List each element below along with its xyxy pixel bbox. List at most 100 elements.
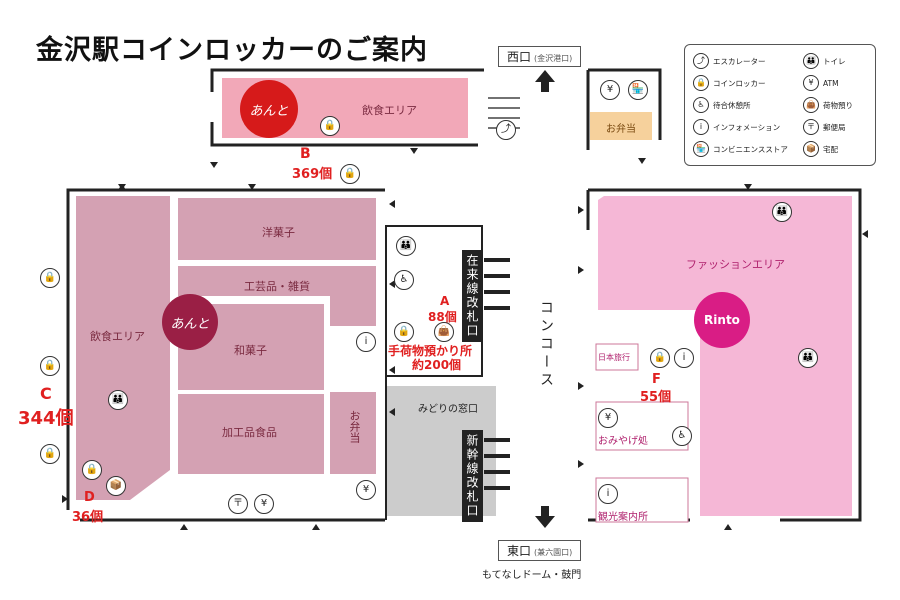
info-icon: i (674, 348, 694, 368)
obento-right-label: お弁当 (606, 124, 636, 135)
legend-label: 郵便局 (823, 122, 846, 132)
shinkansen-turnstiles (484, 438, 510, 490)
east-gate-text: 東口 (507, 544, 532, 558)
wagashi-label: 和菓子 (234, 344, 267, 357)
waiting-room-icon: ♿ (394, 270, 414, 290)
locker-c-letter: C (40, 384, 52, 403)
legend-item: 🏪 コンビニエンスストア (693, 141, 788, 157)
waiting-room-icon: ♿ (672, 426, 692, 446)
kakou-zone (178, 394, 324, 474)
locker-a-letter: A (440, 294, 450, 308)
legend-item: ⤴ エスカレーター (693, 53, 766, 69)
right-top-wall (588, 68, 662, 140)
info-icon: i (693, 119, 709, 135)
nihon-ryoko-label: 日本旅行 (598, 353, 630, 362)
main-arrows (535, 70, 555, 528)
east-below-label: もてなしドーム・鼓門 (482, 570, 582, 581)
right-wing-wall (588, 188, 862, 522)
toilet-icon: 👪 (798, 348, 818, 368)
post-office-icon: 〒 (803, 119, 819, 135)
coin-locker-icon: 🔒 (320, 116, 340, 136)
direction-arrows (62, 148, 868, 530)
toilet-icon: 👪 (396, 236, 416, 256)
escalator-icon: ⤴ (496, 120, 516, 140)
legend-label: トイレ (823, 56, 846, 66)
atm-icon: ¥ (598, 408, 618, 428)
rinto-logo: Rinto (694, 292, 750, 348)
coin-locker-icon: 🔒 (693, 75, 709, 91)
locker-a-count: 88個 (428, 310, 457, 324)
legend-item: ¥ ATM (803, 75, 839, 91)
left-wing-wall (66, 188, 212, 490)
locker-d-letter: D (84, 490, 95, 505)
east-gate-label: 東口(兼六園口) (498, 540, 582, 561)
coin-locker-icon: 🔒 (40, 444, 60, 464)
toilet-icon: 👪 (108, 390, 128, 410)
legend-item: ♿ 待合休憩所 (693, 97, 751, 113)
locker-a-extra2: 約200個 (412, 358, 462, 372)
legend-item: 🔒 コインロッカー (693, 75, 766, 91)
legend-label: エスカレーター (713, 56, 766, 66)
locker-b-letter: B (300, 146, 311, 162)
yougashi-zone (178, 198, 376, 260)
coin-locker-icon: 🔒 (40, 268, 60, 288)
toilet-icon: 👪 (803, 53, 819, 69)
zairai-gate-label: 在来線改札口 (462, 250, 483, 342)
legend-item: 📦 宅配 (803, 141, 838, 157)
info-icon: i (598, 484, 618, 504)
locker-d-count: 36個 (72, 510, 104, 525)
coin-locker-icon: 🔒 (340, 164, 360, 184)
atm-icon: ¥ (356, 480, 376, 500)
legend-item: i インフォメーション (693, 119, 780, 135)
kanko-label: 観光案内所 (598, 512, 648, 523)
west-gate-label: 西口(金沢港口) (498, 46, 582, 67)
kogei-label: 工芸品・雑貨 (244, 280, 310, 293)
legend-label: 宅配 (823, 144, 838, 154)
waiting-room-icon: ♿ (693, 97, 709, 113)
baggage-icon: 👜 (803, 97, 819, 113)
concourse-label: コンコース (538, 300, 554, 390)
east-gate-sub: (兼六園口) (534, 548, 573, 557)
locker-f-letter: F (652, 372, 661, 387)
coin-locker-icon: 🔒 (82, 460, 102, 480)
convenience-store-icon: 🏪 (693, 141, 709, 157)
map-legend: ⤴ エスカレーター 👪 トイレ 🔒 コインロッカー ¥ ATM ♿ 待合休憩所 … (684, 44, 876, 166)
info-icon: i (356, 332, 376, 352)
coin-locker-icon: 🔒 (650, 348, 670, 368)
west-gate-text: 西口 (507, 50, 532, 64)
left-anto-logo: あんと (162, 294, 218, 350)
kogei-zone (178, 266, 376, 326)
coin-locker-icon: 🔒 (40, 356, 60, 376)
atm-icon: ¥ (803, 75, 819, 91)
obento-left-label: お弁当 (348, 410, 361, 443)
toilet-icon: 👪 (772, 202, 792, 222)
legend-label: 荷物預り (823, 100, 853, 110)
legend-item: 👪 トイレ (803, 53, 846, 69)
locker-a-extra1: 手荷物預かり所 (388, 344, 473, 358)
omiyage-label: おみやげ処 (598, 436, 648, 447)
legend-label: 待合休憩所 (713, 100, 751, 110)
locker-c-count: 344個 (18, 408, 74, 429)
zairai-turnstiles (484, 258, 510, 310)
legend-label: コンビニエンスストア (713, 144, 788, 154)
obento-left-zone (330, 392, 376, 474)
left-dining-zone (76, 196, 170, 500)
top-anto-logo: あんと (240, 80, 298, 138)
midori-label: みどりの窓口 (418, 404, 478, 415)
legend-item: 〒 郵便局 (803, 119, 846, 135)
legend-label: コインロッカー (713, 78, 766, 88)
delivery-icon: 📦 (803, 141, 819, 157)
fashion-label: ファッションエリア (686, 258, 785, 271)
left-dining-label: 飲食エリア (90, 330, 145, 343)
yougashi-label: 洋菓子 (262, 226, 295, 239)
locker-b-count: 369個 (292, 167, 333, 182)
shinkansen-gate-label: 新幹線改札口 (462, 430, 483, 522)
coin-locker-icon: 🔒 (394, 322, 414, 342)
page-title: 金沢駅コインロッカーのご案内 (36, 35, 428, 66)
locker-f-count: 55個 (640, 390, 672, 405)
obento-right-zone (590, 112, 652, 140)
west-gate-sub: (金沢港口) (534, 54, 573, 63)
legend-label: ATM (823, 78, 839, 88)
legend-item: 👜 荷物預り (803, 97, 853, 113)
delivery-icon: 📦 (106, 476, 126, 496)
